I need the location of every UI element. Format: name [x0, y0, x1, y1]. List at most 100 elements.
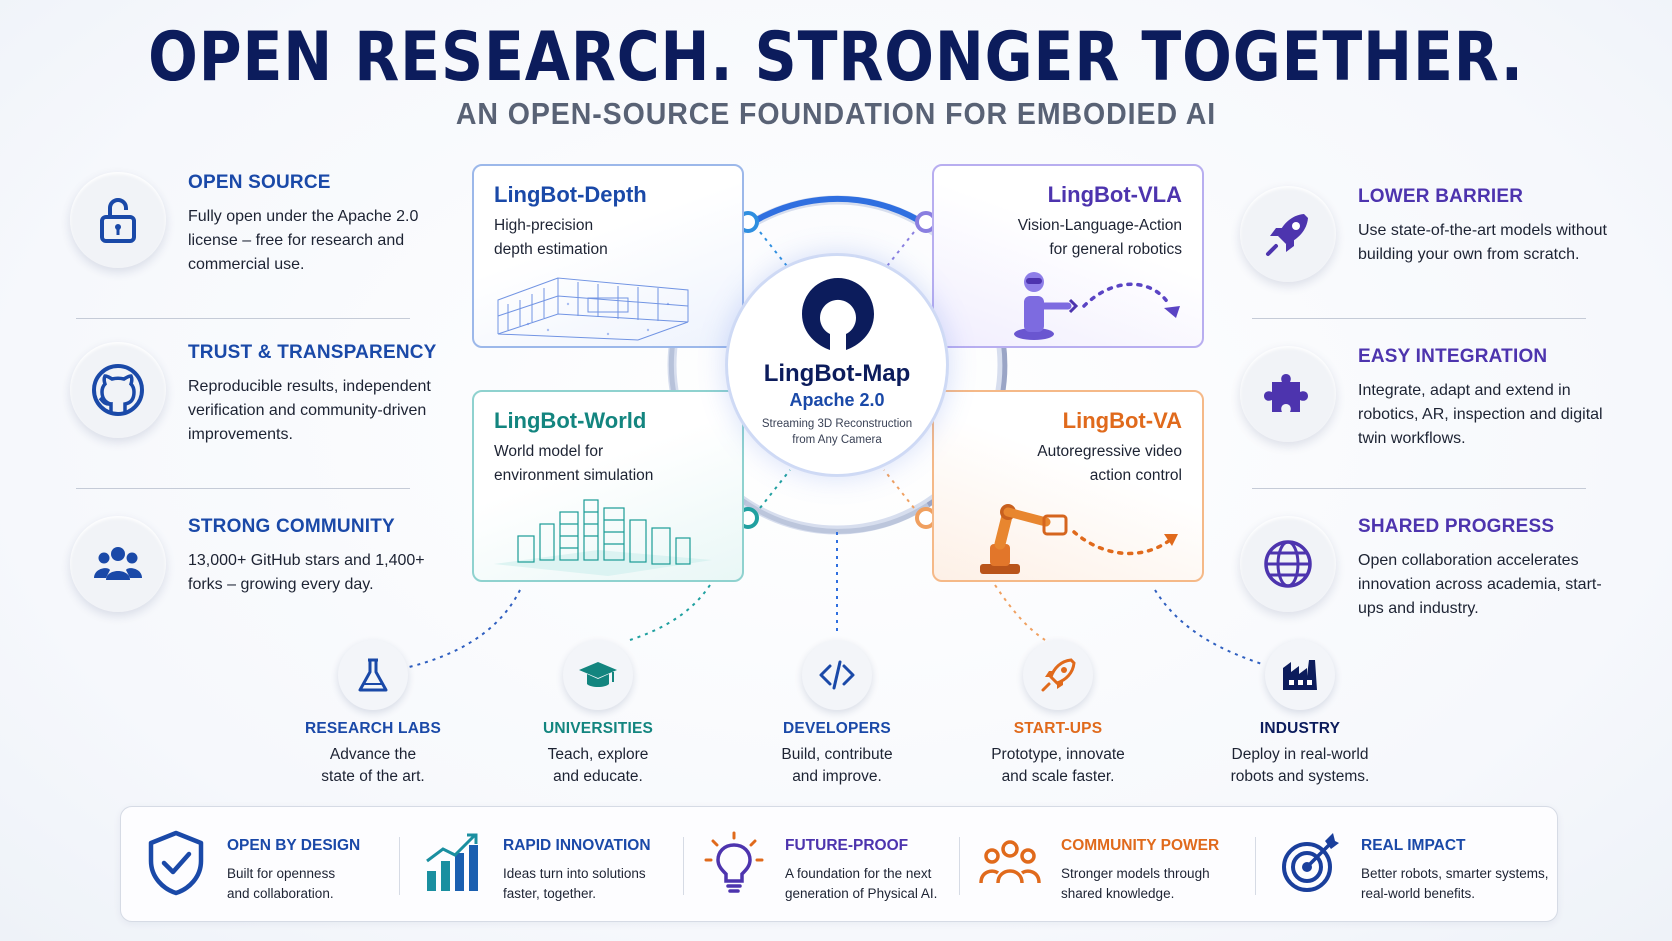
page-subtitle: AN OPEN-SOURCE FOUNDATION FOR EMBODIED A… — [455, 96, 1217, 131]
globe-icon — [1240, 516, 1336, 612]
city-model-illustration — [494, 499, 712, 576]
audience-universities: UNIVERSITIES Teach, explore and educate. — [498, 640, 698, 788]
graduation-cap-icon — [563, 640, 633, 710]
audience-start-ups: START-UPS Prototype, innovate and scale … — [958, 640, 1158, 788]
pillar-line1: Stronger models through — [1061, 866, 1210, 881]
shield-check-icon — [148, 830, 204, 896]
hub-name: LingBot-Map — [763, 360, 911, 387]
feature-text: Use state-of-the-art models without buil… — [1358, 222, 1607, 263]
people-group-icon — [70, 516, 166, 612]
hub-description-line2: from Any Camera — [792, 434, 882, 446]
pillar-divider — [959, 837, 960, 895]
pillar-line2: shared knowledge. — [1061, 886, 1175, 901]
model-title: LingBot-Depth — [494, 182, 647, 207]
audience-line2: and improve. — [792, 768, 882, 785]
audience-line2: and scale faster. — [1001, 768, 1115, 785]
audience-line1: Deploy in real-world — [1231, 746, 1369, 763]
audience-line2: state of the art. — [321, 768, 425, 785]
model-card-depth: LingBot-Depth High-precision depth estim… — [472, 164, 744, 348]
model-title: LingBot-VA — [1062, 408, 1182, 433]
pillar-line1: Built for openness — [227, 866, 336, 881]
audience-title: DEVELOPERS — [783, 720, 891, 737]
feature-title: LOWER BARRIER — [1358, 186, 1524, 207]
growth-chart-icon — [426, 833, 478, 891]
pillar-divider — [1255, 837, 1256, 895]
model-desc-line1: High-precision — [494, 217, 594, 234]
feature-text: Reproducible results, independent verifi… — [188, 378, 431, 443]
pillar-line2: faster, together. — [503, 886, 597, 901]
audience-industry: INDUSTRY Deploy in real-world robots and… — [1200, 640, 1400, 788]
model-desc-line1: Autoregressive video — [1037, 443, 1182, 460]
page-title: OPEN RESEARCH. STRONGER TOGETHER. — [148, 18, 1524, 97]
feature-title: OPEN SOURCE — [188, 172, 331, 193]
pillar-line1: A foundation for the next — [785, 866, 932, 881]
feature-text: Open collaboration accelerates innovatio… — [1358, 552, 1602, 617]
model-desc-line1: World model for — [494, 443, 604, 460]
pillar-line1: Ideas turn into solutions — [503, 866, 646, 881]
pillar-title: RAPID INNOVATION — [503, 837, 651, 854]
audience-developers: DEVELOPERS Build, contribute and improve… — [737, 640, 937, 788]
pillar-line2: real-world benefits. — [1361, 886, 1476, 901]
robot-arm-illustration — [1014, 272, 1180, 340]
audience-title: UNIVERSITIES — [542, 720, 654, 737]
feature-text: Integrate, adapt and extend in robotics,… — [1358, 382, 1603, 447]
model-title: LingBot-VLA — [1047, 182, 1182, 207]
pillar-line2: and collaboration. — [227, 886, 334, 901]
community-icon — [979, 840, 1041, 884]
hub-license: Apache 2.0 — [789, 390, 885, 410]
pillar-line1: Better robots, smarter systems, — [1361, 866, 1549, 881]
audience-title: RESEARCH LABS — [304, 720, 442, 737]
audience-title: INDUSTRY — [1259, 720, 1341, 737]
github-icon — [70, 342, 166, 438]
pillar-title: OPEN BY DESIGN — [227, 837, 361, 854]
feature-title: TRUST & TRANSPARENCY — [188, 342, 437, 363]
pillar-title: REAL IMPACT — [1361, 837, 1466, 854]
feature-text: Fully open under the Apache 2.0 license … — [188, 208, 419, 273]
audience-research-labs: RESEARCH LABS Advance the state of the a… — [273, 640, 473, 788]
rocket-icon — [1023, 640, 1093, 710]
audience-line2: robots and systems. — [1230, 768, 1370, 785]
feature-title: SHARED PROGRESS — [1358, 516, 1555, 537]
divider — [76, 488, 410, 489]
feature-text: 13,000+ GitHub stars and 1,400+ forks – … — [188, 552, 425, 593]
feature-title: STRONG COMMUNITY — [188, 516, 395, 537]
depth-pointcloud-illustration — [497, 277, 689, 341]
model-title: LingBot-World — [494, 408, 647, 433]
audience-line1: Prototype, innovate — [991, 746, 1125, 763]
hub-description: Streaming 3D Reconstruction from Any Cam… — [728, 416, 946, 448]
lightbulb-icon — [704, 831, 764, 893]
feature-title: EASY INTEGRATION — [1358, 346, 1548, 367]
code-brackets-icon — [802, 640, 872, 710]
audience-line1: Build, contribute — [781, 746, 893, 763]
flask-icon — [338, 640, 408, 710]
audience-line2: and educate. — [553, 768, 643, 785]
model-card-va: LingBot-VA Autoregressive video action c… — [932, 390, 1204, 582]
hub-description-line1: Streaming 3D Reconstruction — [761, 418, 913, 430]
pillar-title: COMMUNITY POWER — [1061, 837, 1220, 854]
model-desc-line2: environment simulation — [494, 467, 654, 484]
model-desc-line2: for general robotics — [1049, 241, 1182, 258]
audience-line1: Advance the — [329, 746, 417, 763]
target-icon — [1282, 833, 1339, 892]
divider — [1252, 488, 1586, 489]
model-card-world: LingBot-World World model for environmen… — [472, 390, 744, 582]
lingbot-logo-icon — [802, 278, 874, 350]
pillar-title: FUTURE-PROOF — [785, 837, 909, 854]
pillars-panel: OPEN BY DESIGN Built for openness and co… — [120, 806, 1558, 922]
model-desc-line2: action control — [1089, 467, 1182, 484]
model-desc-line2: depth estimation — [494, 241, 608, 258]
model-card-vla: LingBot-VLA Vision-Language-Action for g… — [932, 164, 1204, 348]
industrial-robot-illustration — [980, 504, 1178, 574]
factory-icon — [1265, 640, 1335, 710]
puzzle-piece-icon — [1240, 346, 1336, 442]
hub-lingbot-map: LingBot-Map Apache 2.0 Streaming 3D Reco… — [728, 256, 946, 474]
audience-line1: Teach, explore — [547, 746, 649, 763]
divider — [1252, 318, 1586, 319]
divider — [76, 318, 410, 319]
pillar-divider — [399, 837, 400, 895]
unlocked-padlock-icon — [70, 172, 166, 268]
pillar-divider — [683, 837, 684, 895]
pillar-line2: generation of Physical AI. — [785, 886, 938, 901]
rocket-icon — [1240, 186, 1336, 282]
